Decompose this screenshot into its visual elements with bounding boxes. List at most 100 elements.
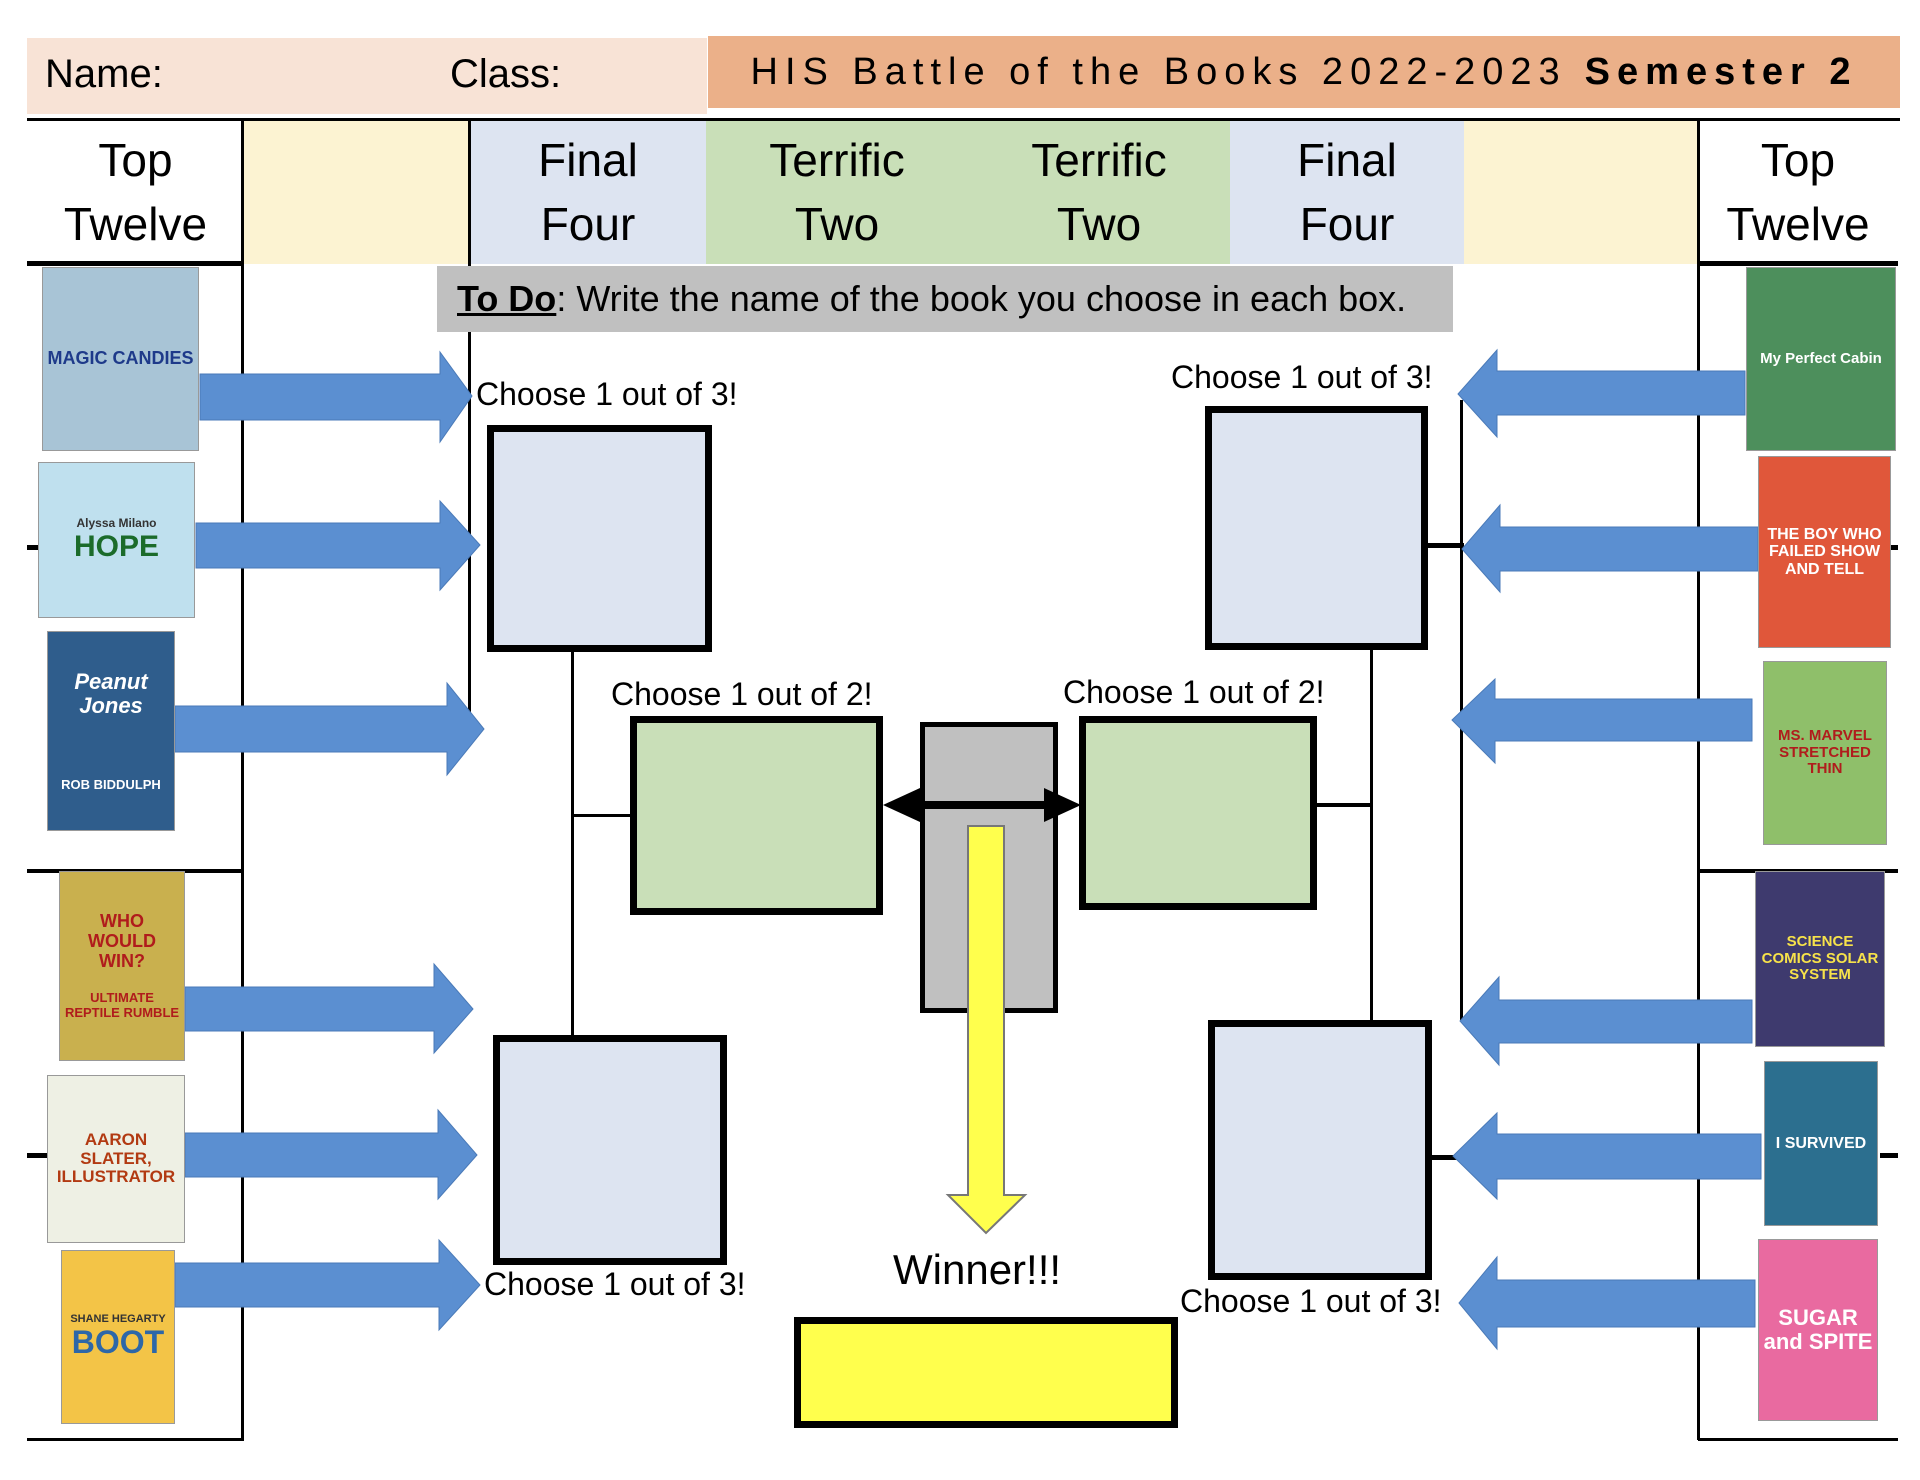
book-cover-aaron-slater[interactable]: AARON SLATER, ILLUSTRATOR bbox=[47, 1075, 185, 1243]
arrow-left bbox=[1452, 1111, 1762, 1201]
col-text: Twelve bbox=[1726, 198, 1870, 250]
semester-text: Semester 2 bbox=[1584, 50, 1858, 93]
arrow-left bbox=[1457, 348, 1746, 439]
book-author: Alyssa Milano bbox=[76, 515, 157, 530]
book-author: SHANE HEGARTY bbox=[70, 1313, 166, 1326]
col-text: Terrific bbox=[769, 134, 905, 186]
final-four-box-left-top[interactable] bbox=[487, 425, 712, 652]
right-connector bbox=[1370, 645, 1373, 1025]
choose-3-label: Choose 1 out of 3! bbox=[1180, 1283, 1442, 1319]
book-author: ROB BIDDULPH bbox=[61, 777, 161, 793]
blank-column-right bbox=[1464, 120, 1698, 264]
col-terrific-two-right: Terrific Two bbox=[968, 120, 1230, 264]
col-text: Four bbox=[540, 198, 636, 250]
page-title: HIS Battle of the Books 2022-2023 Semest… bbox=[708, 36, 1900, 108]
arrow-left bbox=[1451, 677, 1753, 765]
col-text: Final bbox=[538, 134, 638, 186]
right-connector-h bbox=[1300, 803, 1372, 807]
header-rule bbox=[27, 118, 1900, 121]
left-connector-h bbox=[571, 814, 631, 817]
terrific-two-box-left[interactable] bbox=[630, 716, 883, 915]
arrow-right bbox=[174, 681, 485, 777]
arrow-left bbox=[1461, 503, 1759, 594]
col-text: Twelve bbox=[63, 198, 208, 250]
col-top-twelve-left: Top Twelve bbox=[27, 120, 244, 264]
col-final-four-left: Final Four bbox=[470, 120, 706, 264]
col-terrific-two-left: Terrific Two bbox=[706, 120, 968, 264]
todo-text: : Write the name of the book you choose … bbox=[556, 278, 1407, 319]
todo-banner: To Do : Write the name of the book you c… bbox=[437, 266, 1453, 332]
right-bracket-line bbox=[1460, 400, 1463, 1020]
title-text: HIS Battle of the Books 2022-2023 bbox=[750, 50, 1567, 93]
final-four-box-right-bottom[interactable] bbox=[1208, 1020, 1432, 1280]
book-cover-peanut-jones[interactable]: Peanut Jones ROB BIDDULPH bbox=[47, 631, 175, 831]
book-title: My Perfect Cabin bbox=[1760, 349, 1882, 367]
col-text: Final bbox=[1297, 134, 1397, 186]
name-label: Name: bbox=[45, 52, 163, 96]
winner-box[interactable] bbox=[794, 1317, 1178, 1428]
book-title: MAGIC CANDIES bbox=[47, 348, 194, 369]
final-four-box-left-bottom[interactable] bbox=[493, 1035, 727, 1265]
header-name-class-band bbox=[27, 38, 707, 114]
terrific-two-right-header bbox=[968, 120, 1230, 264]
book-cover-hope[interactable]: Alyssa Milano HOPE bbox=[38, 462, 195, 618]
book-cover-boy-who-failed[interactable]: THE BOY WHO FAILED SHOW AND TELL bbox=[1758, 456, 1891, 648]
book-title: SCIENCE COMICS SOLAR SYSTEM bbox=[1761, 933, 1879, 984]
book-cover-magic-candies[interactable]: MAGIC CANDIES bbox=[42, 267, 199, 451]
book-cover-who-would-win[interactable]: WHO WOULD WIN? ULTIMATE REPTILE RUMBLE bbox=[59, 871, 185, 1061]
final-four-right-header bbox=[1230, 120, 1464, 264]
arrow-right bbox=[184, 962, 474, 1055]
header-title-band bbox=[708, 36, 1900, 108]
winner-label: Winner!!! bbox=[893, 1246, 1062, 1293]
terrific-two-box-right[interactable] bbox=[1079, 716, 1317, 910]
book-subtitle: ULTIMATE REPTILE RUMBLE bbox=[64, 990, 180, 1020]
arrow-right bbox=[174, 1238, 481, 1332]
choose-3-label: Choose 1 out of 3! bbox=[476, 376, 738, 412]
top-twelve-left-rule bbox=[27, 261, 244, 266]
arrow-right bbox=[184, 1108, 478, 1201]
left-bracket-line bbox=[468, 120, 471, 720]
final-four-left-header bbox=[470, 120, 706, 264]
book-title: MS. MARVEL STRETCHED THIN bbox=[1778, 727, 1872, 778]
col-text: Top bbox=[1760, 134, 1836, 186]
arrow-right bbox=[199, 350, 473, 444]
book-title: WHO WOULD WIN? bbox=[88, 911, 156, 971]
left-connector bbox=[571, 640, 574, 1040]
book-title: I SURVIVED bbox=[1775, 1134, 1867, 1152]
col-text: Top bbox=[98, 134, 173, 186]
left-tick bbox=[27, 1153, 49, 1158]
choose-2-label: Choose 1 out of 2! bbox=[611, 676, 873, 712]
right-box-tick bbox=[1420, 543, 1464, 548]
blank-column-left bbox=[244, 120, 470, 264]
col-text: Four bbox=[1299, 198, 1395, 250]
right-tick bbox=[1880, 1153, 1898, 1158]
book-title: THE BOY WHO FAILED SHOW AND TELL bbox=[1767, 525, 1882, 578]
book-cover-i-survived[interactable]: I SURVIVED bbox=[1764, 1061, 1878, 1226]
book-title: AARON SLATER, ILLUSTRATOR bbox=[56, 1129, 176, 1187]
book-title: Peanut Jones bbox=[74, 668, 148, 718]
col-final-four-right: Final Four bbox=[1230, 120, 1464, 264]
right-bottom-rule bbox=[1698, 1438, 1898, 1441]
double-arrow-left-head bbox=[883, 788, 920, 822]
book-title: HOPE bbox=[73, 530, 160, 564]
book-cover-boot[interactable]: SHANE HEGARTY BOOT bbox=[61, 1250, 175, 1424]
right-box-tick bbox=[1420, 1155, 1464, 1160]
choose-3-label: Choose 1 out of 3! bbox=[1171, 359, 1433, 395]
double-arrow-right-head bbox=[1044, 788, 1081, 822]
book-cover-ms-marvel[interactable]: MS. MARVEL STRETCHED THIN bbox=[1763, 661, 1887, 845]
book-cover-science-comics[interactable]: SCIENCE COMICS SOLAR SYSTEM bbox=[1755, 871, 1885, 1047]
col-text: Two bbox=[1056, 198, 1142, 250]
final-four-box-right-top[interactable] bbox=[1205, 406, 1428, 650]
class-label: Class: bbox=[450, 52, 562, 96]
book-cover-my-perfect-cabin[interactable]: My Perfect Cabin bbox=[1746, 267, 1896, 451]
col-top-twelve-right: Top Twelve bbox=[1698, 120, 1898, 264]
top-twelve-right-rule bbox=[1698, 261, 1898, 266]
col-text: Two bbox=[794, 198, 880, 250]
arrow-right bbox=[195, 499, 481, 592]
book-cover-sugar-and-spite[interactable]: SUGAR and SPITE bbox=[1758, 1239, 1878, 1421]
col-text: Terrific bbox=[1031, 134, 1167, 186]
book-title: SUGAR and SPITE bbox=[1763, 1304, 1873, 1354]
terrific-two-left-header bbox=[706, 120, 968, 264]
